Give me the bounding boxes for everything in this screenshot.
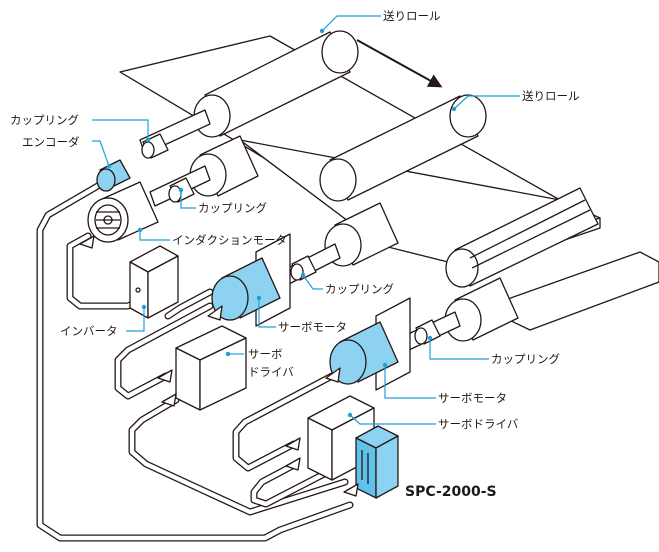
label-inverter: インバータ [60,324,118,338]
label-servo-motor-1: サーボモータ [278,320,347,334]
label-servo-driver-1-line1: サーボ [248,347,283,361]
coupling-4-shape [414,319,441,345]
label-coupling-4: カップリング [491,352,560,366]
label-feed-roll-top: 送りロール [383,9,441,23]
rack-roll [445,187,599,288]
servo-motor-1-shape [211,233,291,327]
label-servo-driver-1-line2: ドライバ [248,365,294,379]
lower-roll-right [444,277,519,342]
servo-driver-1-shape [175,325,247,411]
spc-2000-s-shape [355,425,399,500]
cable-arrows [79,235,359,497]
label-coupling-1: カップリング [10,113,79,127]
lower-roll-left [189,135,259,197]
label-servo-motor-2: サーボモータ [438,391,507,405]
coupling-3-shape [290,255,317,281]
label-induction-motor: インダクションモータ [172,233,287,247]
label-feed-roll-right: 送りロール [522,89,580,103]
servo-motor-2-shape [329,297,411,391]
feed-roll-upper [193,30,359,138]
label-coupling-3: カップリング [325,282,394,296]
labels: 送りロール 送りロール カップリング エンコーダ カップリング インダクションモ… [10,9,580,500]
label-model: SPC-2000-S [405,484,497,500]
label-coupling-2: カップリング [198,201,267,215]
induction-motor-shape [87,181,159,243]
feed-roll-lower [319,94,487,202]
signal-cables [36,176,359,542]
feed-direction-arrow [356,39,443,88]
leader-lines [92,15,520,425]
encoder-shape [96,159,131,192]
inverter-shape [129,245,179,319]
label-encoder: エンコーダ [22,135,80,149]
label-servo-driver-2: サーボドライバ [438,417,519,431]
